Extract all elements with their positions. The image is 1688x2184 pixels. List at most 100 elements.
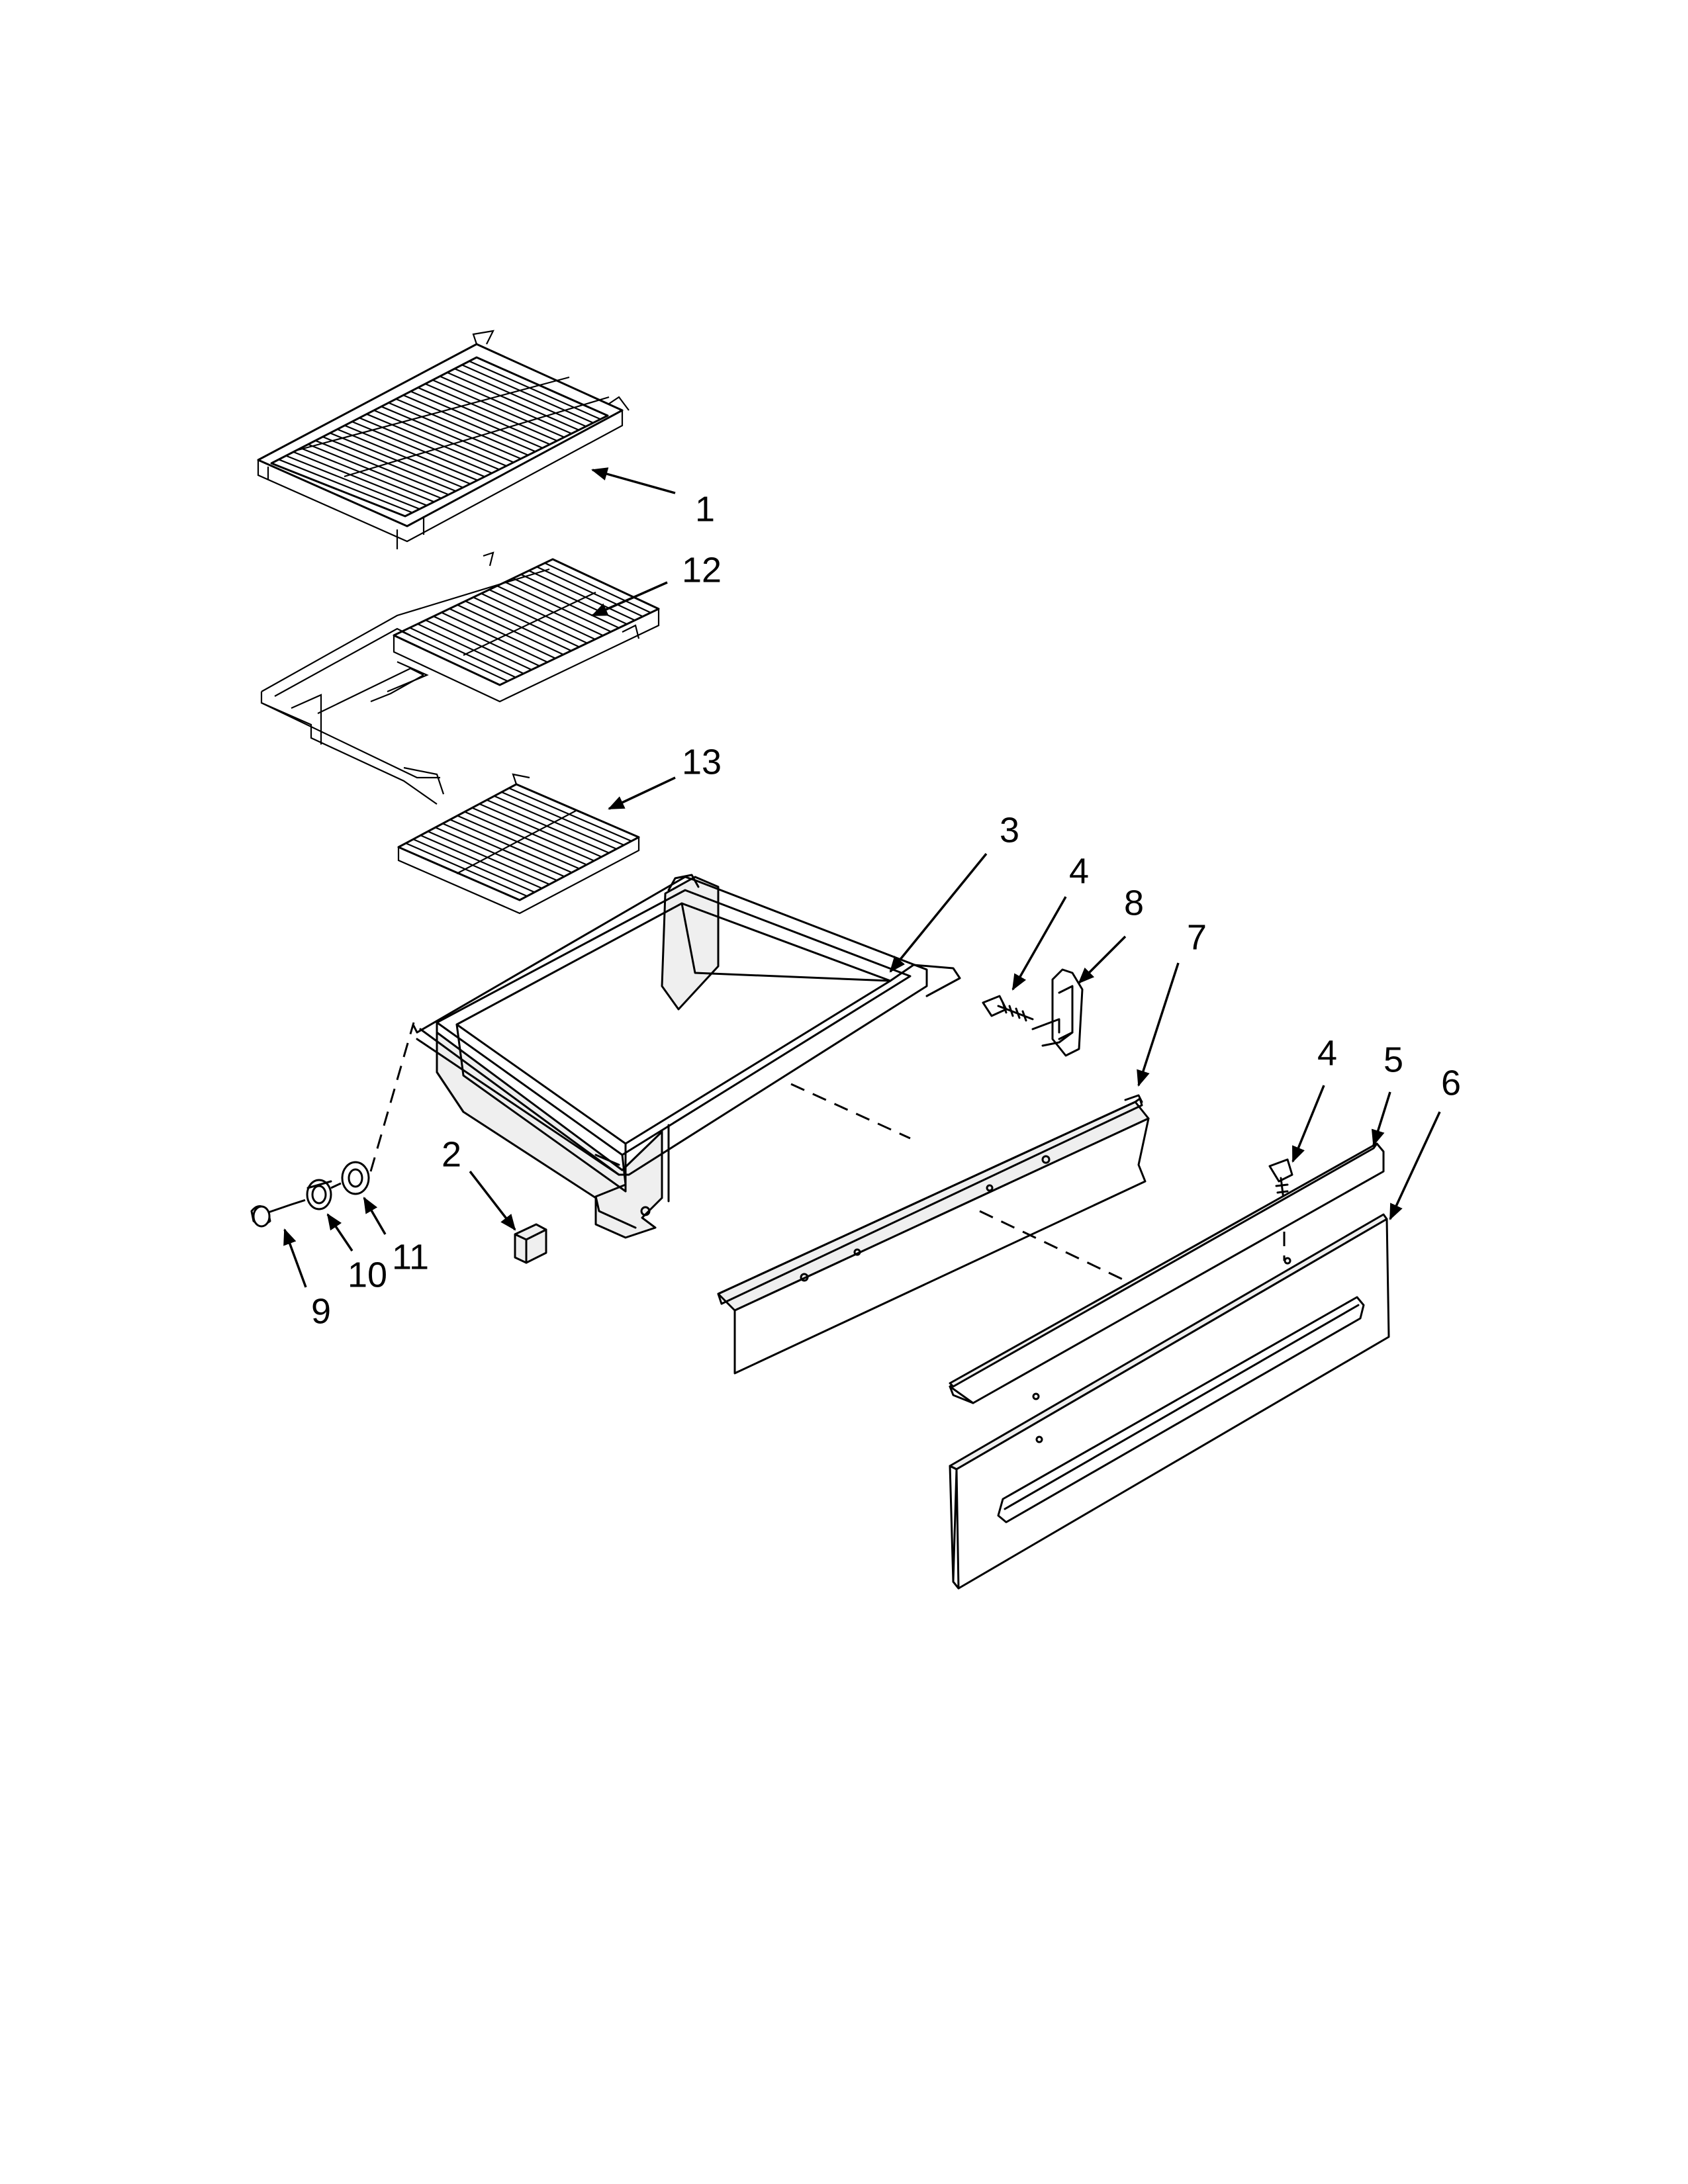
assembly-axis [979,1210,1126,1282]
drawer-roller-washer [306,1179,332,1210]
rack-wire [433,615,540,667]
oven-rack-small [397,773,640,915]
callout-1: 1 [591,467,715,529]
callout-13: 13 [608,742,722,810]
rack-wire [417,623,524,674]
callout-3: 3 [889,810,1019,973]
rack-wire [528,570,635,621]
callout-label: 10 [348,1255,387,1295]
callout-label: 4 [1317,1033,1337,1073]
assembly-axis [790,1083,911,1140]
drawer-front-trim [949,1142,1385,1404]
rack-wire [471,807,594,862]
oven-rack-adjustable [260,551,660,805]
rack-wires [401,562,651,682]
rack-wires [278,360,601,514]
callout-12: 12 [591,550,722,617]
rack-wire [487,799,610,854]
rack-wire [314,439,449,496]
callout-5: 5 [1371,1040,1403,1146]
rack-wire [401,631,508,682]
rack-wire [285,455,420,510]
rack-wire [373,409,507,467]
rack-wire [412,839,535,893]
rack-wire [405,842,528,897]
callout-11: 11 [363,1197,429,1277]
rack-wire [388,402,522,460]
callout-9: 9 [283,1228,331,1331]
rack-wire [481,592,588,644]
rack-wire [381,406,514,463]
callout-label: 13 [682,742,722,782]
callout-label: 8 [1124,883,1144,923]
drawer-front-panel [949,1213,1390,1590]
drawer-bumper [514,1223,547,1264]
rack-wire [293,451,428,506]
rack-wire [520,574,628,625]
rack-wire [512,577,620,629]
rack-wire [300,447,435,503]
rack-wire [432,379,565,438]
rack-wire [449,608,556,659]
callout-label: 5 [1383,1040,1403,1079]
rack-wire [425,383,557,442]
rack-wire [461,364,594,424]
rack-wire [536,566,643,617]
rack-wire [479,803,602,858]
rack-wire [473,596,580,648]
rack-wire [322,435,456,492]
rack-wire [469,360,601,420]
rack-wire [417,387,551,445]
rack-wire [402,394,536,453]
oven-rack-large [257,330,630,549]
rack-wire [410,390,543,449]
rack-wire [409,627,516,678]
rack-wires [405,787,632,897]
rack-wire [447,371,579,431]
drawer-pan [412,874,961,1239]
rack-wire [457,815,580,870]
callout-label: 1 [695,489,715,529]
drawer-front-bracket [717,1094,1150,1375]
rack-wire [496,585,604,637]
rack-wire [544,562,651,614]
callout-4-upper: 4 [1011,851,1089,991]
callout-label: 2 [442,1134,461,1174]
rack-wire [428,831,550,886]
rack-wire [454,368,586,428]
callout-label: 11 [392,1237,429,1277]
callout-label: 4 [1069,851,1089,891]
rack-wire [489,589,596,640]
rack-wire [337,428,471,485]
callout-4-lower: 4 [1291,1033,1337,1163]
assembly-axis [291,1022,415,1206]
rack-wire [344,424,478,481]
drawer-roller-wheel [341,1161,370,1195]
rack-wire [494,795,617,850]
rack-wire [352,421,485,478]
rack-wire [441,612,548,663]
rack-wire [457,604,564,655]
rack-wire [504,581,612,633]
rack-wire [501,791,624,846]
callout-label: 3 [1000,810,1019,850]
drawer-roller-screw [250,1203,293,1228]
rack-wire [440,375,572,435]
rack-wire [395,398,529,456]
rack-wire [278,459,413,514]
callout-label: 6 [1441,1063,1461,1103]
rack-wire [420,835,543,889]
rack-wire [449,819,573,874]
callouts: 1 12 13 3 4 8 7 4 [283,467,1461,1331]
callout-10: 10 [326,1213,387,1295]
rack-wire [442,823,565,878]
callout-label: 12 [682,550,722,590]
drawer-bracket-clip [1031,968,1084,1057]
callout-2: 2 [442,1134,516,1231]
callout-label: 9 [311,1291,331,1331]
rack-wire [465,600,572,652]
callout-6: 6 [1389,1063,1461,1220]
rack-wire [425,619,532,670]
rack-wire [435,827,557,882]
